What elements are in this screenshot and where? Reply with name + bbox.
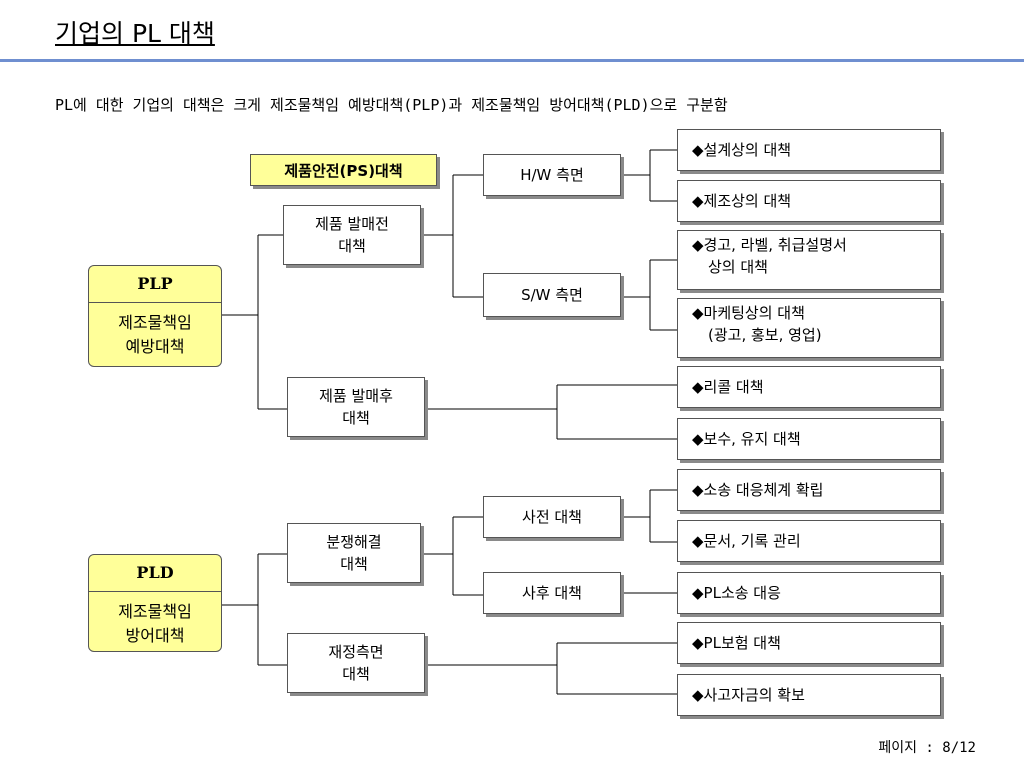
leaf-recall: ◆리콜 대책 bbox=[677, 366, 941, 408]
leaf-litigation-system: ◆소송 대응체계 확립 bbox=[677, 469, 941, 511]
pld-head: PLD bbox=[89, 555, 221, 592]
connector-before bbox=[621, 489, 677, 543]
leaf-insurance: ◆PL보험 대책 bbox=[677, 622, 941, 664]
plp-line2: 예방대책 bbox=[125, 337, 185, 356]
connector-pld bbox=[222, 553, 287, 666]
pre-sale-line1: 제품 발매전 bbox=[315, 215, 389, 233]
leaf-marketing: ◆마케팅상의 대책 (광고, 홍보, 영업) bbox=[677, 298, 941, 358]
pld-line1: 제조물책임 bbox=[118, 602, 192, 621]
leaf-litigation-response: ◆PL소송 대응 bbox=[677, 572, 941, 614]
connector-pre-sale bbox=[421, 174, 483, 298]
page-title: 기업의 PL 대책 bbox=[55, 19, 215, 48]
connector-hw bbox=[621, 149, 677, 202]
dispute-node: 분쟁해결 대책 bbox=[287, 523, 421, 583]
leaf-warning-line2: 상의 대책 bbox=[708, 258, 768, 276]
connector-finance bbox=[425, 642, 677, 695]
leaf-marketing-line1: ◆마케팅상의 대책 bbox=[692, 304, 805, 322]
leaf-warning-line1: ◆경고, 라벨, 취급설명서 bbox=[692, 236, 847, 254]
connector-sw bbox=[621, 259, 677, 331]
before-node: 사전 대책 bbox=[483, 496, 621, 538]
leaf-warning: ◆경고, 라벨, 취급설명서 상의 대책 bbox=[677, 230, 941, 290]
dispute-line2: 대책 bbox=[340, 555, 368, 573]
subtitle: PL에 대한 기업의 대책은 크게 제조물책임 예방대책(PLP)과 제조물책임… bbox=[55, 96, 728, 114]
post-sale-line2: 대책 bbox=[342, 409, 370, 427]
connector-dispute bbox=[421, 516, 483, 596]
after-node: 사후 대책 bbox=[483, 572, 621, 614]
pld-node: PLD 제조물책임 방어대책 bbox=[88, 554, 222, 652]
connector-post-sale bbox=[425, 384, 677, 440]
post-sale-line1: 제품 발매후 bbox=[319, 387, 393, 405]
finance-line1: 재정측면 bbox=[328, 643, 384, 661]
ps-label: 제품안전(PS)대책 bbox=[250, 154, 437, 186]
post-sale-node: 제품 발매후 대책 bbox=[287, 377, 425, 437]
title-divider bbox=[0, 59, 1024, 62]
leaf-marketing-line2: (광고, 홍보, 영업) bbox=[708, 326, 822, 344]
connector-plp bbox=[222, 234, 287, 410]
page-number: 페이지 : 8/12 bbox=[878, 740, 976, 756]
leaf-repair: ◆보수, 유지 대책 bbox=[677, 418, 941, 460]
leaf-manufacture: ◆제조상의 대책 bbox=[677, 180, 941, 222]
leaf-design: ◆설계상의 대책 bbox=[677, 129, 941, 171]
finance-node: 재정측면 대책 bbox=[287, 633, 425, 693]
pre-sale-line2: 대책 bbox=[338, 237, 366, 255]
plp-line1: 제조물책임 bbox=[118, 313, 192, 332]
hw-node: H/W 측면 bbox=[483, 154, 621, 196]
sw-node: S/W 측면 bbox=[483, 273, 621, 317]
leaf-documents: ◆문서, 기록 관리 bbox=[677, 520, 941, 562]
dispute-line1: 분쟁해결 bbox=[326, 533, 382, 551]
pre-sale-node: 제품 발매전 대책 bbox=[283, 205, 421, 265]
pld-line2: 방어대책 bbox=[125, 626, 185, 645]
finance-line2: 대책 bbox=[342, 665, 370, 683]
plp-node: PLP 제조물책임 예방대책 bbox=[88, 265, 222, 367]
leaf-fund: ◆사고자금의 확보 bbox=[677, 674, 941, 716]
plp-head: PLP bbox=[89, 266, 221, 303]
